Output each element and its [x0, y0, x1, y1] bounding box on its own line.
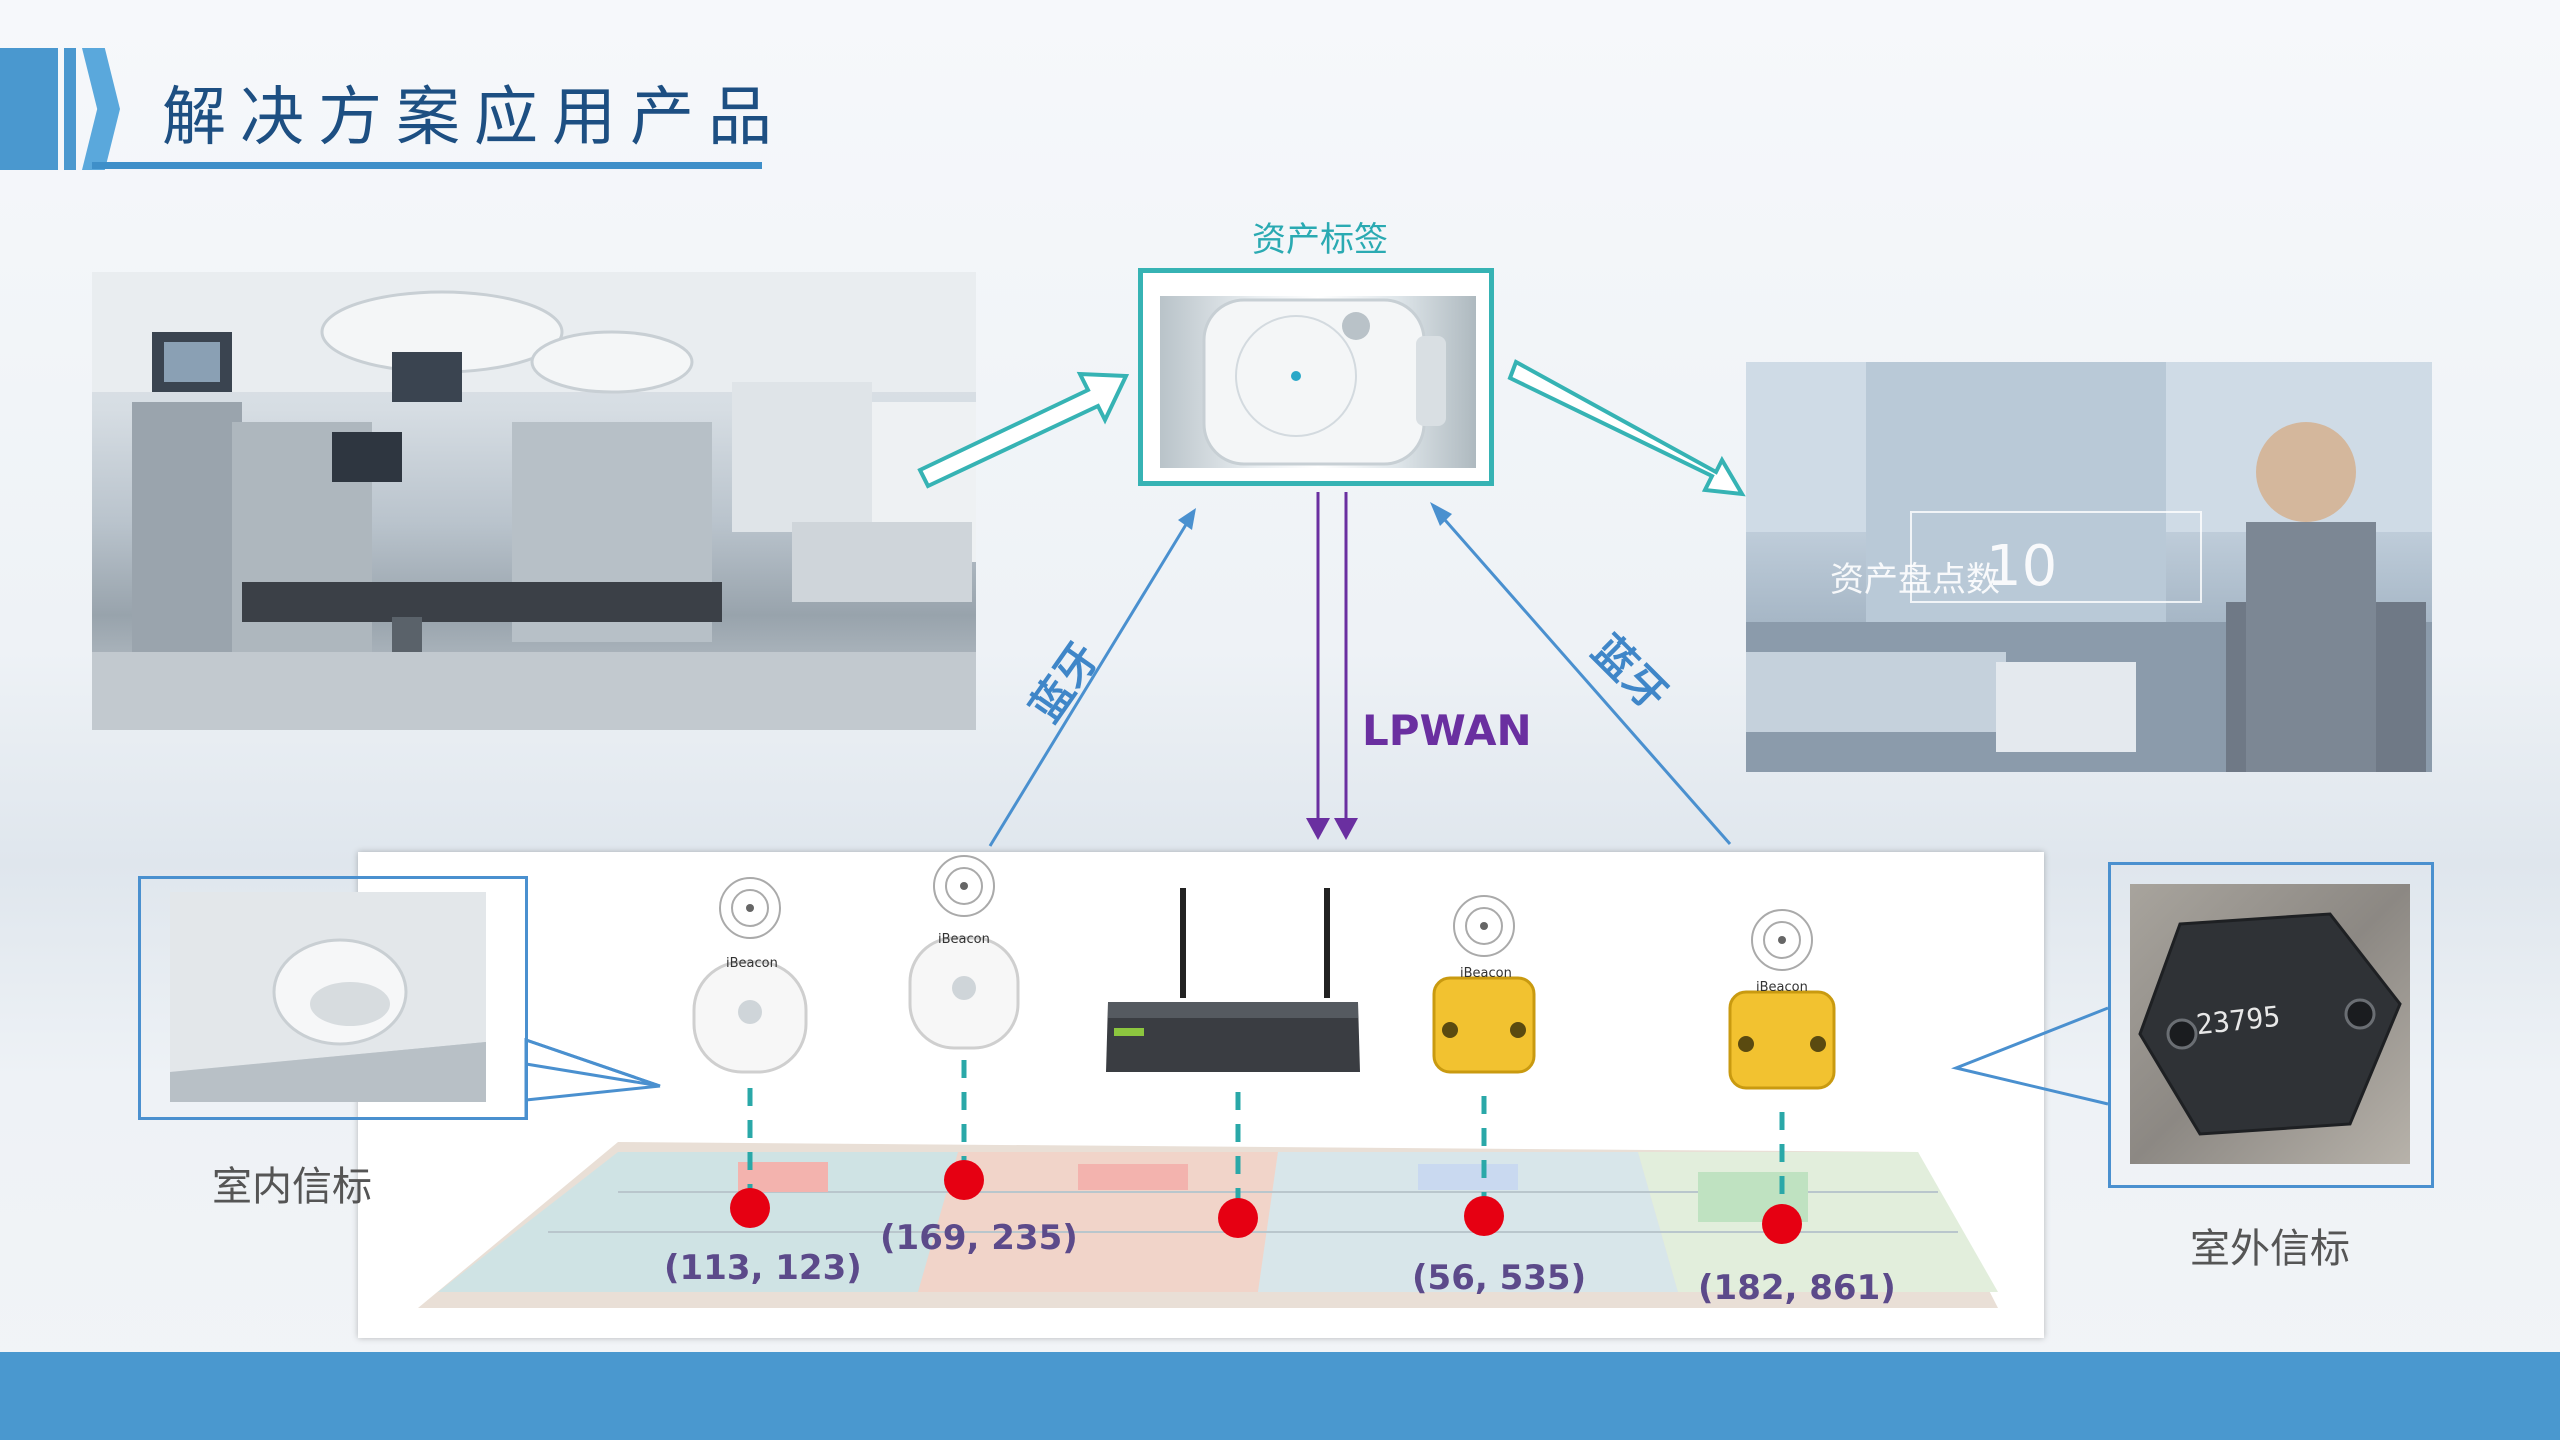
- outdoor-beacon-photo: [2130, 884, 2410, 1164]
- office-illustration: [1746, 362, 2432, 772]
- arrow-tag-to-office: [1507, 359, 1746, 497]
- arrow-or-to-tag: [917, 371, 1130, 489]
- inventory-count-value: 10: [1986, 534, 2058, 599]
- location-point-5: [1762, 1204, 1802, 1244]
- outdoor-beacon-device-icon: [2138, 912, 2402, 1136]
- operating-room-photo: [92, 272, 976, 730]
- header-accent-stripe: [64, 48, 76, 170]
- asset-tag-label: 资产标签: [1252, 220, 1388, 260]
- beacon-label-2: iBeacon: [938, 932, 990, 947]
- location-point-2: [944, 1160, 984, 1200]
- coordinate-label-4: (182, 861): [1698, 1268, 1896, 1308]
- lpwan-label: LPWAN: [1362, 706, 1532, 755]
- coordinate-label-1: (113, 123): [664, 1248, 862, 1288]
- title-underline: [92, 162, 762, 169]
- beacon-icon-3: [1432, 895, 1536, 1074]
- page-title: 解决方案应用产品: [162, 81, 786, 155]
- beacon-label-3: iBeacon: [1460, 966, 1512, 981]
- beacon-label-4: iBeacon: [1756, 980, 1808, 995]
- location-point-3: [1218, 1198, 1258, 1238]
- coordinate-label-2: (169, 235): [880, 1218, 1078, 1258]
- beacon-icon-2: [908, 855, 1020, 1050]
- indoor-beacon-photo: [170, 892, 486, 1102]
- bluetooth-arrow-right: [1436, 511, 1732, 845]
- header-accent-bar: [0, 48, 58, 170]
- bluetooth-arrow-left: [988, 517, 1192, 847]
- inventory-count-label: 资产盘点数: [1830, 560, 2000, 600]
- beacon-icon-1: [692, 877, 808, 1074]
- operating-room-illustration: [92, 272, 976, 730]
- location-point-1: [730, 1188, 770, 1228]
- floor-map-panel: [358, 852, 2044, 1338]
- floor-map-illustration: [418, 855, 1998, 1308]
- asset-tag-photo: [1160, 296, 1476, 468]
- office-inventory-photo: [1746, 362, 2432, 772]
- coordinate-label-3: (56, 535): [1412, 1258, 1587, 1298]
- beacon-label-1: iBeacon: [726, 956, 778, 971]
- beacon-icon-4: [1728, 909, 1836, 1090]
- asset-tag-device-icon: [1202, 298, 1446, 466]
- indoor-beacon-caption: 室内信标: [212, 1164, 372, 1210]
- location-point-4: [1464, 1196, 1504, 1236]
- indoor-beacon-frame: [138, 876, 528, 1120]
- footer-bar: [0, 1352, 2560, 1440]
- outdoor-beacon-frame: [2108, 862, 2434, 1188]
- indoor-beacon-device-icon: [170, 892, 486, 1102]
- outdoor-beacon-caption: 室外信标: [2190, 1226, 2350, 1272]
- gateway-router-icon: [1106, 888, 1360, 1072]
